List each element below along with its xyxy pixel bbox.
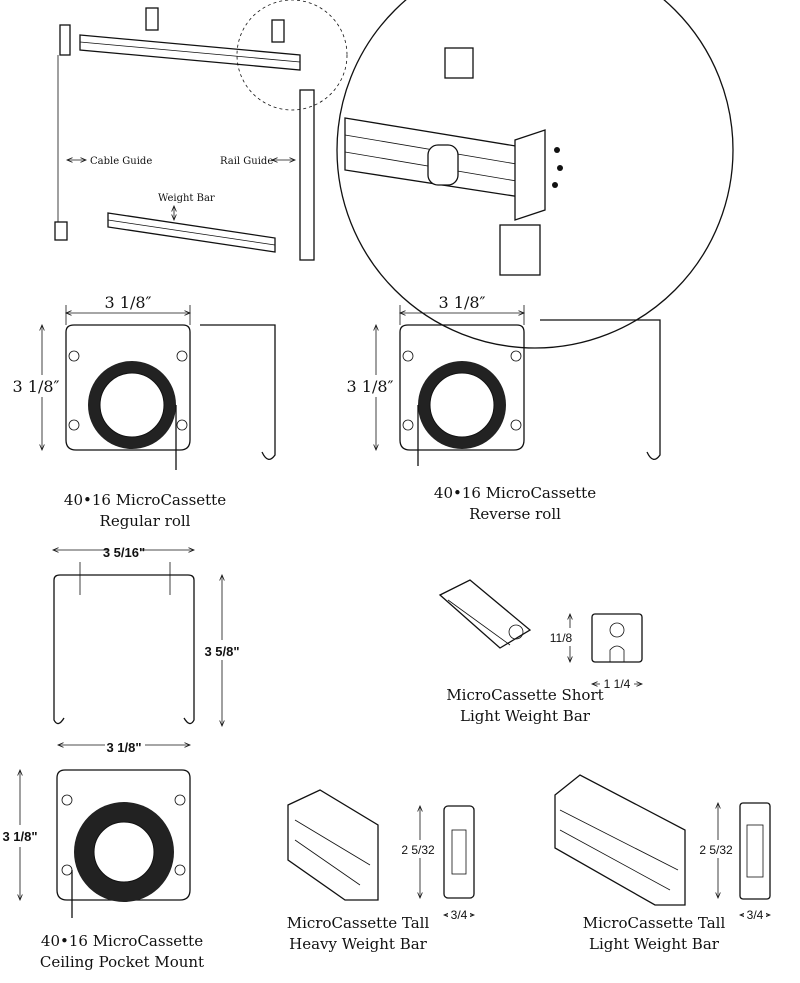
tall-light-bar-height-dim: 2 5/32 (699, 843, 733, 857)
tall-heavy-weight-bar: 2 5/32 3/4 MicroCassette Tall Heavy Weig… (287, 789, 474, 953)
ceiling-pocket-height-dim: 3 1/8" (2, 829, 37, 844)
tall-light-bar-width-dim: 3/4 (747, 908, 764, 922)
bracket-detail-view (336, 0, 734, 349)
ceiling-caption-line1: 40•16 MicroCassette (41, 932, 203, 950)
weight-bar-label: Weight Bar (158, 193, 215, 204)
reverse-caption-line2: Reverse roll (469, 505, 561, 523)
roller-end (427, 144, 459, 186)
channel-top-width-dim: 3 5/16" (103, 545, 145, 560)
heavy-bar-caption-line2: Heavy Weight Bar (289, 935, 428, 953)
detail-callout-circle (236, 0, 348, 111)
right-rail-guide (299, 89, 315, 261)
short-bar-caption-line2: Light Weight Bar (460, 707, 591, 725)
regular-caption-line2: Regular roll (100, 512, 191, 530)
tall-light-weight-bar: 2 5/32 3/4 MicroCassette Tall Light Weig… (554, 774, 770, 953)
reverse-width-dim: 3 1/8″ (439, 293, 486, 312)
headrail (79, 34, 301, 71)
regular-width-dim: 3 1/8″ (105, 293, 152, 312)
cable-bottom-bracket (54, 221, 68, 241)
top-bracket (145, 7, 159, 31)
channel-bottom-width-dim: 3 1/8" (106, 740, 141, 755)
left-bracket (59, 24, 71, 56)
pocket-channel-profile: 3 5/16" 3 5/8" 3 1/8" (53, 540, 240, 755)
reverse-roll-cassette: 3 1/8″ 3 1/8″ 40•16 MicroCassette Revers… (342, 293, 661, 523)
ceiling-caption-line2: Ceiling Pocket Mount (40, 953, 204, 971)
rail-top (499, 224, 541, 276)
reverse-height-dim: 3 1/8″ (347, 377, 394, 396)
regular-height-dim: 3 1/8″ (13, 377, 60, 396)
rail-guide-label: Rail Guide (220, 156, 273, 167)
short-bar-width-dim: 1 1/4 (604, 677, 631, 691)
wall-bracket (444, 47, 474, 79)
cable-guide-label: Cable Guide (90, 156, 152, 167)
regular-roll-cassette: 3 1/8″ 3 1/8″ 40•16 MicroCassette Regula… (8, 293, 276, 530)
reverse-caption-line1: 40•16 MicroCassette (434, 484, 596, 502)
short-bar-caption-line1: MicroCassette Short (446, 686, 603, 704)
assembly-exploded-view: Cable Guide Rail Guide Weight Bar (54, 0, 348, 261)
channel-height-dim: 3 5/8" (204, 644, 239, 659)
heavy-bar-height-dim: 2 5/32 (401, 843, 435, 857)
short-bar-height-dim: 11/8 (550, 631, 573, 645)
short-light-weight-bar: 11/8 1 1/4 MicroCassette Short Light Wei… (438, 579, 642, 725)
heavy-bar-caption-line1: MicroCassette Tall (287, 914, 430, 932)
tall-light-bar-caption-line2: Light Weight Bar (589, 935, 720, 953)
end-bracket (514, 129, 546, 221)
ceiling-pocket-mount-cassette: 3 1/8" 40•16 MicroCassette Ceiling Pocke… (2, 770, 204, 971)
regular-caption-line1: 40•16 MicroCassette (64, 491, 226, 509)
tall-light-bar-caption-line1: MicroCassette Tall (583, 914, 726, 932)
heavy-bar-width-dim: 3/4 (451, 908, 468, 922)
